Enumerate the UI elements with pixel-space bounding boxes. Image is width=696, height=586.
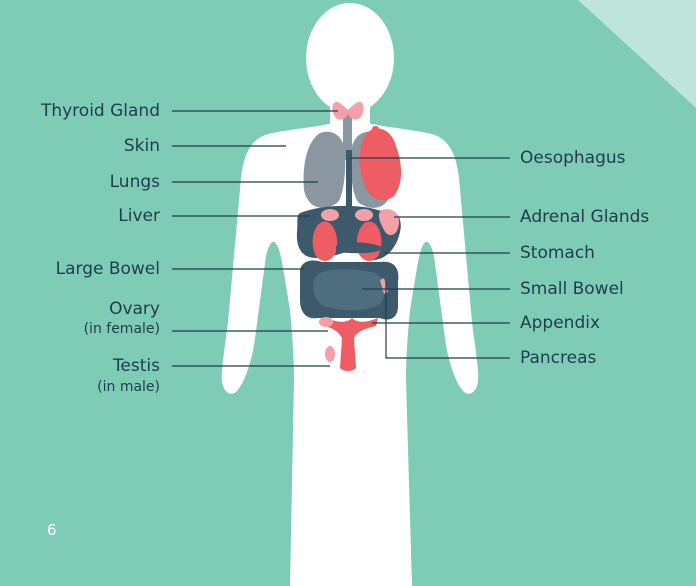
page-number: 6 [47, 521, 57, 539]
label-adrenal-glands: Adrenal Glands [520, 207, 649, 227]
small-bowel [313, 269, 384, 310]
testis [325, 346, 335, 362]
label-small-bowel: Small Bowel [520, 279, 624, 299]
label-lungs: Lungs [110, 172, 160, 192]
ovary [319, 317, 333, 327]
label-oesophagus: Oesophagus [520, 148, 626, 168]
label-pancreas: Pancreas [520, 348, 596, 368]
label-liver: Liver [118, 206, 160, 226]
label-appendix: Appendix [520, 313, 600, 333]
label-ovary-note: (in female) [84, 321, 160, 338]
label-thyroid-gland: Thyroid Gland [41, 101, 160, 121]
left-adrenal [321, 209, 339, 221]
label-ovary: Ovary [109, 299, 160, 319]
label-large-bowel: Large Bowel [56, 259, 160, 279]
label-testis-note: (in male) [97, 379, 160, 396]
label-testis: Testis [113, 356, 160, 376]
right-adrenal [355, 209, 373, 221]
label-stomach: Stomach [520, 243, 595, 263]
label-skin: Skin [124, 136, 160, 156]
corner-fold [578, 0, 696, 108]
aorta [372, 126, 379, 140]
